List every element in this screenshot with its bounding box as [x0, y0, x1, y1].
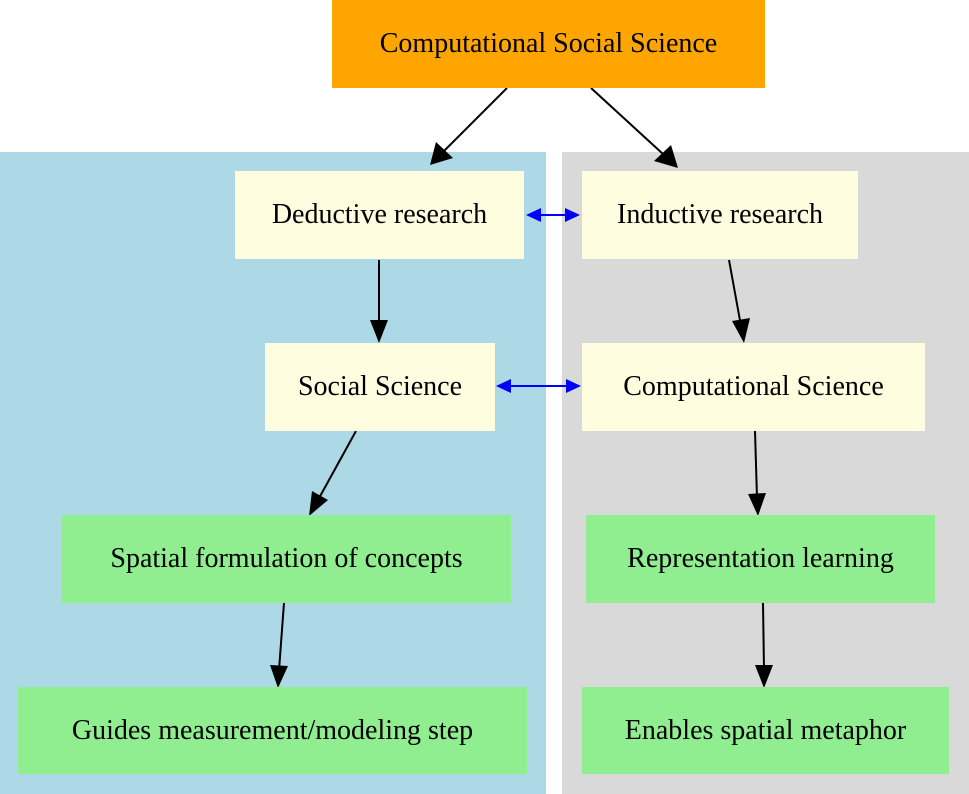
edge-social-spatial — [309, 430, 357, 516]
edge-computational-representation — [748, 430, 766, 516]
node-social-science: Social Science — [265, 343, 495, 431]
node-representation-learning: Representation learning — [586, 515, 935, 603]
edge-root-deductive — [430, 87, 508, 165]
edge-root-inductive — [590, 87, 678, 168]
node-deductive-research: Deductive research — [235, 171, 524, 259]
node-inductive-research: Inductive research — [582, 171, 858, 259]
node-computational-social-science: Computational Social Science — [332, 0, 765, 88]
edge-deductive-social — [370, 260, 388, 343]
edge-spatial-guides — [270, 602, 288, 688]
edge-deductive-inductive — [526, 208, 580, 222]
node-spatial-formulation: Spatial formulation of concepts — [62, 515, 511, 603]
node-guides-measurement: Guides measurement/modeling step — [18, 687, 527, 774]
node-spatial-metaphor: Enables spatial metaphor — [582, 687, 949, 774]
edge-social-computational — [496, 379, 581, 393]
edge-representation-metaphor — [755, 602, 773, 688]
edge-inductive-computational — [728, 259, 750, 343]
node-computational-science: Computational Science — [582, 343, 925, 431]
